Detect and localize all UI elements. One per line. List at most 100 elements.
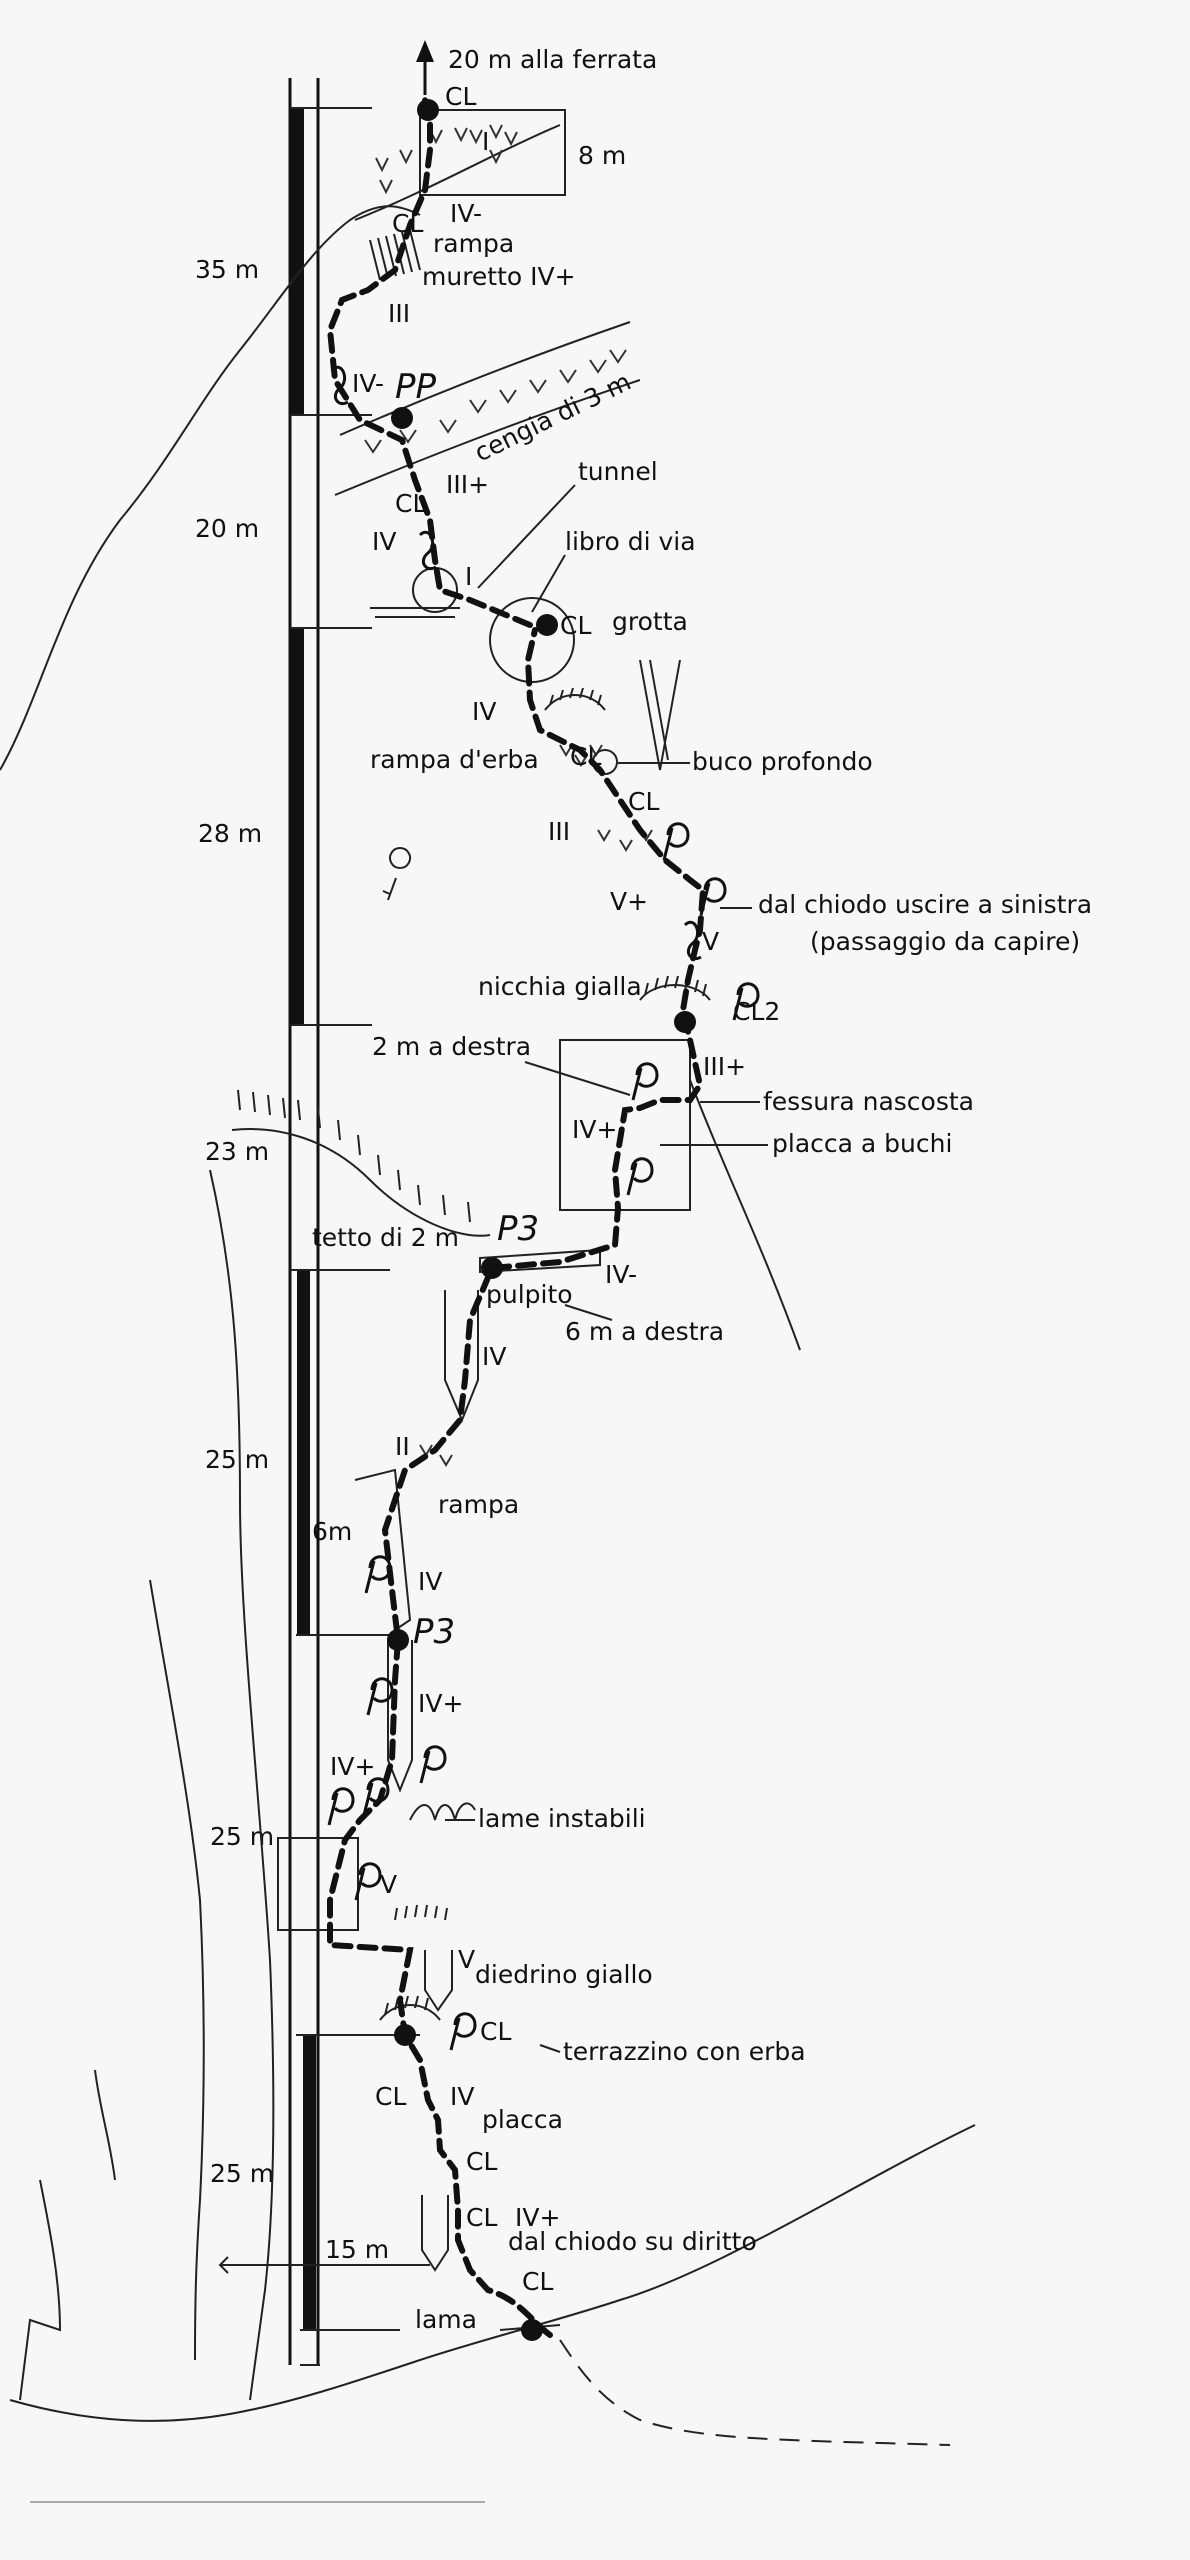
belay-top xyxy=(417,99,439,121)
pitch-length-6: 25 m xyxy=(210,1822,274,1851)
piton-mark-2 xyxy=(699,877,727,916)
label-cl-lower-2: CL xyxy=(466,2203,497,2232)
belay-terrazzino xyxy=(394,2024,416,2046)
pulpito-shelf xyxy=(479,1248,601,1274)
cengia-upper-edge xyxy=(339,321,631,436)
label-muretto: muretto IV+ xyxy=(422,262,576,291)
label-tetto: tetto di 2 m xyxy=(312,1223,459,1252)
piton-mark-8 xyxy=(419,1745,447,1784)
libro-leader xyxy=(531,554,566,613)
belay-cengia xyxy=(391,407,413,429)
label-cl-grotta: CL xyxy=(560,611,591,640)
piton-mark-5 xyxy=(626,1157,654,1196)
sling-mark-3 xyxy=(683,920,702,960)
grade-IVp-2: IV+ xyxy=(418,1689,463,1718)
belay-start xyxy=(521,2319,543,2341)
scale-segment-1 xyxy=(291,108,304,415)
label-rampa-erba: rampa d'erba xyxy=(370,745,539,774)
lama-arrow xyxy=(421,2195,449,2272)
piton-mark-7 xyxy=(366,1677,394,1716)
dihedral-arrow-ivplus xyxy=(387,1640,413,1793)
piton-mark-6 xyxy=(364,1555,392,1594)
left-skyline xyxy=(0,205,421,771)
label-diedrino: diedrino giallo xyxy=(475,1960,653,1989)
niche-arc-1 xyxy=(544,694,606,711)
label-cl-rampa: CL xyxy=(392,209,423,238)
label-pulpito: pulpito xyxy=(486,1280,573,1309)
diedro-arrow-upper xyxy=(639,659,681,771)
piton-mark-12 xyxy=(449,2012,477,2051)
diedrino-hatch xyxy=(394,1904,448,1921)
key-icon xyxy=(382,847,412,901)
grade-IVp-1: IV+ xyxy=(572,1115,617,1144)
label-rampa: rampa xyxy=(433,229,514,258)
label-cengia: cengia di 3 m xyxy=(470,367,636,468)
grade-labels: I IV- III IV- III+ IV I IV III V+ V III+… xyxy=(330,127,746,2232)
grade-IV-1: IV xyxy=(372,527,396,556)
label-6m-destra: 6 m a destra xyxy=(565,1317,724,1346)
grade-IVm-1: IV- xyxy=(450,199,482,228)
nicchia-hatch xyxy=(644,975,707,997)
upper-ledge-line xyxy=(354,124,561,221)
belay-stations xyxy=(387,99,696,2341)
rock-outlines xyxy=(0,124,976,2503)
far-left-edge xyxy=(19,2179,62,2401)
sling-mark-2 xyxy=(418,530,437,570)
grade-V-3: V xyxy=(458,1945,475,1974)
pitch-scale-bar xyxy=(288,78,420,2366)
pitch-length-5: 25 m xyxy=(205,1445,269,1474)
label-chiodo-1: dal chiodo uscire a sinistra xyxy=(758,890,1092,919)
pitch-length-7: 25 m xyxy=(210,2159,274,2188)
grade-III-2: III xyxy=(548,817,570,846)
ground-line xyxy=(9,2124,976,2422)
label-cl-lower: CL xyxy=(628,787,659,816)
grade-III-1: III xyxy=(388,299,410,328)
pitch-length-labels: 35 m 20 m 28 m 23 m 25 m 25 m 25 m xyxy=(195,255,274,2188)
due-m-leader xyxy=(524,1061,631,1096)
tetto-overhang xyxy=(231,1128,491,1237)
handwritten-marks: PP P3 P3 xyxy=(327,365,760,2051)
grade-IVp-4: IV+ xyxy=(515,2203,560,2232)
piton-mark-4 xyxy=(631,1062,659,1101)
label-cl-mid: CL xyxy=(466,2147,497,2176)
label-terrazzino: terrazzino con erba xyxy=(563,2037,806,2066)
belay-p3 xyxy=(387,1629,409,1651)
pitch-length-3: 28 m xyxy=(198,819,262,848)
grade-IIIp-1: III+ xyxy=(446,470,489,499)
piton-mark-1 xyxy=(662,822,690,861)
scale-segment-7 xyxy=(303,2035,316,2330)
lame-squiggle xyxy=(409,1802,476,1821)
label-nicchia: nicchia gialla xyxy=(478,972,642,1001)
label-libro: libro di via xyxy=(565,527,696,556)
belay-grotta xyxy=(536,614,558,636)
label-placca-buchi: placca a buchi xyxy=(772,1129,952,1158)
grade-IV-4: IV xyxy=(418,1567,442,1596)
piton-mark-10 xyxy=(362,1777,390,1816)
grade-IV-2: IV xyxy=(472,697,496,726)
hand-p3-a: P3 xyxy=(497,1209,539,1249)
pitch-length-2: 20 m xyxy=(195,514,259,543)
belay-cl2 xyxy=(674,1011,696,1033)
label-cl-cengia: CL xyxy=(395,489,426,518)
piton-mark-3 xyxy=(732,982,760,1021)
piton-mark-11 xyxy=(354,1862,382,1901)
exit-arrow-head xyxy=(416,40,434,62)
left-buttress-inner xyxy=(149,1579,205,2361)
label-cl-top: CL xyxy=(445,82,476,111)
hand-pp: PP xyxy=(395,367,437,407)
grade-IIIp-2: III+ xyxy=(703,1052,746,1081)
label-6m: 6m xyxy=(312,1517,352,1546)
diedrino-arrow xyxy=(424,1950,453,2012)
terrazzino-arc xyxy=(379,2004,441,2021)
grade-V-2: V xyxy=(380,1870,397,1899)
dihedral-arrow-6m xyxy=(354,1468,412,1631)
grade-IVp-3: IV+ xyxy=(330,1752,375,1781)
label-fessura: fessura nascosta xyxy=(763,1087,974,1116)
label-cl-buco: CL xyxy=(570,742,601,771)
pitch-length-4: 23 m xyxy=(205,1137,269,1166)
grade-IVm-2: IV- xyxy=(352,369,384,398)
pitch-length-1: 35 m xyxy=(195,255,259,284)
right-slab-line xyxy=(689,1079,801,1351)
distance-arrow-head xyxy=(218,2256,229,2274)
